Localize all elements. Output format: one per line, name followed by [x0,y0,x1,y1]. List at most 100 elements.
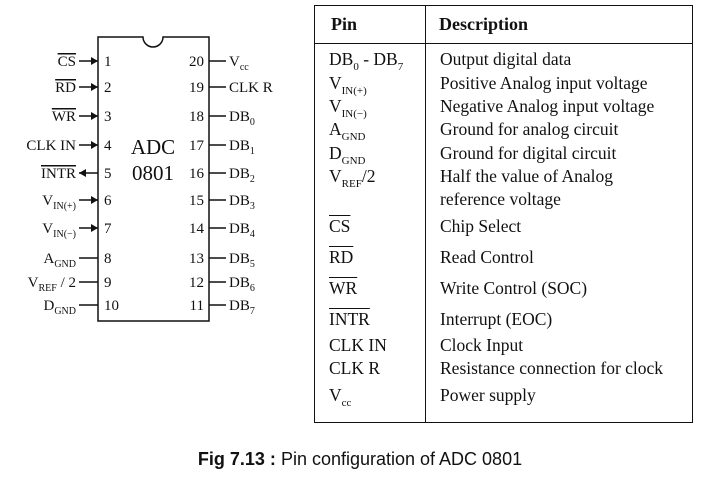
table-pin-cell: INTR [329,309,370,329]
right-pin-13: 13 DB5 [189,251,255,270]
pin-number: 14 [189,221,205,237]
pin-number: 4 [104,138,112,154]
pin-number: 2 [104,80,112,96]
table-description-cell: Interrupt (EOC) [440,309,553,329]
table-description-cell: Write Control (SOC) [440,278,588,298]
right-pin-15: 15 DB3 [189,193,255,212]
pin-label: VIN(−) [42,221,76,240]
pin-number: 7 [104,221,112,237]
table-description-cell: Positive Analog input voltage [440,73,648,93]
table-description-cell: Chip Select [440,216,522,236]
pin-label: DGND [43,298,76,317]
table-description-cell: Power supply [440,385,536,405]
chip-name-line1: ADC [131,135,175,159]
table-pin-cell: VREF/2 [329,166,376,190]
caption-fig-label: Fig 7.13 : [197,449,276,469]
pin-label: DB2 [229,166,255,185]
pin-number: 6 [104,193,112,209]
chip-body [97,36,210,322]
left-pin-2: 2 RD [55,80,111,96]
input-arrow-icon [91,224,98,232]
table-description-cell: Read Control [440,247,534,267]
table-pin-cell: DB0 - DB7 [329,49,404,73]
header-pin: Pin [331,14,358,34]
pin-number: 20 [189,54,204,70]
right-pin-12: 12 DB6 [189,275,255,294]
pin-number: 18 [189,109,204,125]
table-description-cell: Output digital data [440,49,572,69]
pin-label: CS [58,54,76,70]
pin-label: DB1 [229,138,255,157]
pin-number: 19 [189,80,204,96]
table-description-cell: Ground for analog circuit [440,119,619,139]
left-pin-9: 9 VREF / 2 [28,275,112,294]
table-description-cell: Negative Analog input voltage [440,96,655,116]
right-pin-16: 16 DB2 [189,166,255,185]
right-pin-20: 20 Vcc [189,54,249,73]
left-pins: 1 CS 2 RD 3 WR 4 CLK IN 5 INTR 6 VIN(+) 7 VIN(−) 8AGND… [26,54,119,317]
pin-label: RD [55,80,76,96]
table-pin-cell: Vcc [329,385,352,409]
right-pin-14: 14 DB4 [189,221,255,240]
pin-number: 15 [189,193,204,209]
table-pin-cell: VIN(+) [329,73,367,97]
right-pin-19: 19 CLK R [189,80,273,96]
pin-label: DB0 [229,109,255,128]
table-description-cell: reference voltage [440,189,561,209]
left-pin-5: 5 INTR [41,166,112,182]
left-pin-4: 4 CLK IN [26,138,112,154]
right-pin-18: 18 DB0 [189,109,255,128]
table-description-cell: Ground for digital circuit [440,143,617,163]
table-header-divider [315,43,692,44]
pin-number: 10 [104,298,119,314]
pin-number: 9 [104,275,112,291]
pin-label: DB3 [229,193,255,212]
input-arrow-icon [91,83,98,91]
pin-label: DB5 [229,251,255,270]
pin-number: 1 [104,54,112,70]
pin-label: Vcc [229,54,249,73]
pin-number: 5 [104,166,112,182]
table-description-cell: Half the value of Analog [440,166,614,186]
table-pin-cell: VIN(−) [329,96,367,120]
input-arrow-icon [91,196,98,204]
chip-diagram: ADC 0801 1 CS 2 RD 3 WR 4 CLK IN 5 INTR 6 VIN(+) 7 VI… [26,36,273,322]
pin-label: INTR [41,166,76,182]
table-pin-cell: CLK R [329,358,381,378]
input-arrow-icon [91,57,98,65]
left-pin-1: 1 CS [58,54,112,70]
table-pin-cell: CLK IN [329,335,387,355]
input-arrow-icon [91,112,98,120]
pin-label: DB6 [229,275,255,294]
pin-label: WR [52,109,76,125]
pin-number: 3 [104,109,112,125]
pin-label: CLK IN [26,138,76,154]
pin-number: 11 [190,298,204,314]
pin-number: 13 [189,251,204,267]
pin-number: 12 [189,275,204,291]
left-pin-7: 7 VIN(−) [42,221,112,240]
pin-label: CLK R [229,80,273,96]
pin-label: DB7 [229,298,255,317]
table-column-divider [425,6,426,422]
pin-label: VREF / 2 [28,275,76,294]
table-pin-cell: DGND [329,143,366,167]
table-pin-cell: CS [329,216,351,236]
chip-name-line2: 0801 [132,161,174,185]
pin-label: VIN(+) [42,193,76,212]
table-description-cell: Clock Input [440,335,524,355]
table-pin-cell: RD [329,247,354,267]
table-pin-cell: AGND [329,119,366,143]
left-pin-6: 6 VIN(+) [42,193,112,212]
pin-label: DB4 [229,221,255,240]
pin-label: AGND [43,251,76,270]
right-pin-11: 11 DB7 [190,298,255,317]
pin-number: 16 [189,166,205,182]
figure-caption: Fig 7.13 : Pin configuration of ADC 0801 [0,449,720,470]
table-description-cell: Resistance connection for clock [440,358,664,378]
table-pin-cell: WR [329,278,358,298]
